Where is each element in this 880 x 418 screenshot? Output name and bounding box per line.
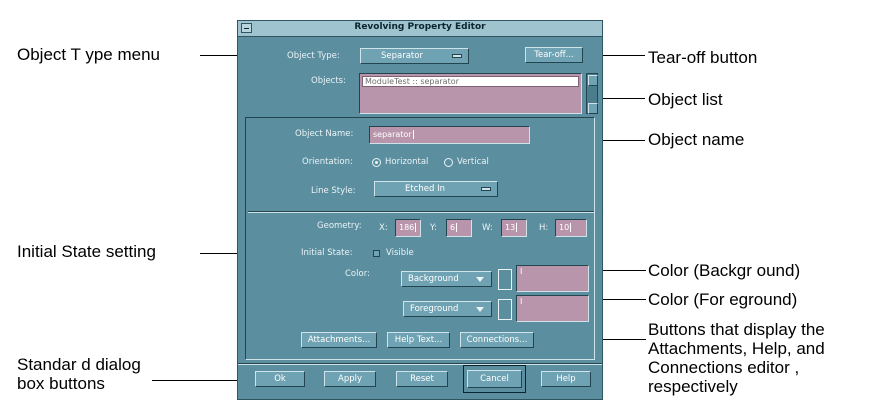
visible-label: Visible [386,248,414,258]
object-name-label: Object Name: [295,129,354,139]
geometry-w-value: 13 [505,223,516,232]
leader-color-background [574,270,646,271]
attachments-button[interactable]: Attachments... [301,332,377,348]
geometry-x-field[interactable]: 186 [395,219,421,237]
callout-buttons-line3: Connections editor , [648,358,800,377]
foreground-swatch [498,299,512,320]
visible-checkbox[interactable] [373,250,380,257]
tear-off-button[interactable]: Tear-off... [525,47,583,63]
property-editor-window: Revolving Property Editor Object Type: S… [237,20,603,400]
text-cursor [415,223,417,232]
geometry-w-field[interactable]: 13 [501,219,527,237]
properties-panel [245,117,595,360]
geometry-y-label: Y: [430,223,437,233]
ok-button[interactable]: Ok [255,371,305,387]
callout-buttons-line4: respectively [648,377,738,396]
callout-object-list: Object list [648,90,723,109]
text-cursor [570,223,572,232]
callout-standard-line1: Standar d dialog [17,355,141,374]
reset-button[interactable]: Reset [396,371,448,387]
scroll-up-icon[interactable] [588,75,598,86]
geometry-y-value: 6 [450,223,456,232]
callout-object-name: Object name [648,130,745,149]
horizontal-radio[interactable] [372,158,381,167]
callout-tear-off-button: Tear-off button [648,48,758,67]
initial-state-label: Initial State: [301,248,353,258]
geometry-w-label: W: [482,223,493,233]
objects-scrollbar[interactable] [586,73,598,114]
window-title: Revolving Property Editor [354,22,486,32]
separator-line [248,211,594,213]
foreground-color-menu[interactable]: Foreground [403,301,492,317]
leader-color-foreground [574,299,646,300]
dropdown-arrow-icon [476,277,484,282]
callout-color-foreground: Color (For eground) [648,290,798,309]
geometry-x-value: 186 [399,223,415,232]
help-button[interactable]: Help [541,371,591,387]
orientation-label: Orientation: [302,157,353,167]
geometry-h-label: H: [539,223,549,233]
foreground-color-value: I [520,297,523,306]
object-type-value: Separator [381,51,423,61]
leader-object-type [200,55,264,56]
object-name-value: separator [373,130,412,139]
help-text-button[interactable]: Help Text... [387,332,450,348]
option-menu-icon [481,187,491,191]
background-color-field[interactable]: I [516,265,589,292]
apply-button[interactable]: Apply [324,371,376,387]
foreground-label: Foreground [410,304,459,314]
callout-standard-line2: box buttons [17,374,105,393]
foreground-color-field[interactable]: I [516,295,589,322]
callout-initial-state: Initial State setting [17,242,156,261]
horizontal-label: Horizontal [385,157,429,167]
callout-object-type-menu: Object T ype menu [17,45,161,64]
objects-list[interactable]: ModuleTest :: separator [359,73,582,114]
object-type-label: Object Type: [287,51,340,61]
dropdown-arrow-icon [476,307,484,312]
list-item[interactable]: ModuleTest :: separator [362,76,579,87]
callout-color-background: Color (Backgr ound) [648,261,801,280]
leader-standard [152,380,250,381]
line-style-menu[interactable]: Etched In [374,181,498,197]
cancel-button[interactable]: Cancel [467,370,522,388]
object-name-field[interactable]: separator [369,126,530,144]
vertical-label: Vertical [457,157,489,167]
objects-label: Objects: [311,76,346,86]
geometry-label: Geometry: [317,221,362,231]
color-label: Color: [345,269,370,279]
background-color-value: I [520,267,523,276]
callout-buttons-line2: Attachments, Help, and [648,339,825,358]
title-bar[interactable]: Revolving Property Editor [238,21,602,37]
scroll-down-icon[interactable] [588,103,598,114]
object-type-menu[interactable]: Separator [360,48,469,64]
option-menu-icon [452,54,462,58]
text-cursor [412,130,414,139]
geometry-h-field[interactable]: 10 [555,219,587,237]
background-swatch [498,269,512,290]
text-cursor [516,223,518,232]
leader-tear-off [585,55,645,56]
geometry-h-value: 10 [559,223,570,232]
dialog-separator [238,363,602,365]
geometry-y-field[interactable]: 6 [446,219,472,237]
leader-object-list [572,98,645,99]
connections-button[interactable]: Connections... [460,332,534,348]
callout-buttons-line1: Buttons that display the [648,320,825,339]
geometry-x-label: X: [379,223,388,233]
vertical-radio[interactable] [444,158,453,167]
line-style-value: Etched In [405,184,445,194]
window-menu-icon[interactable] [241,23,252,33]
default-button-ring [463,365,526,393]
background-color-menu[interactable]: Background [401,271,492,287]
text-cursor [456,223,458,232]
background-label: Background [408,274,459,284]
line-style-label: Line Style: [311,186,356,196]
